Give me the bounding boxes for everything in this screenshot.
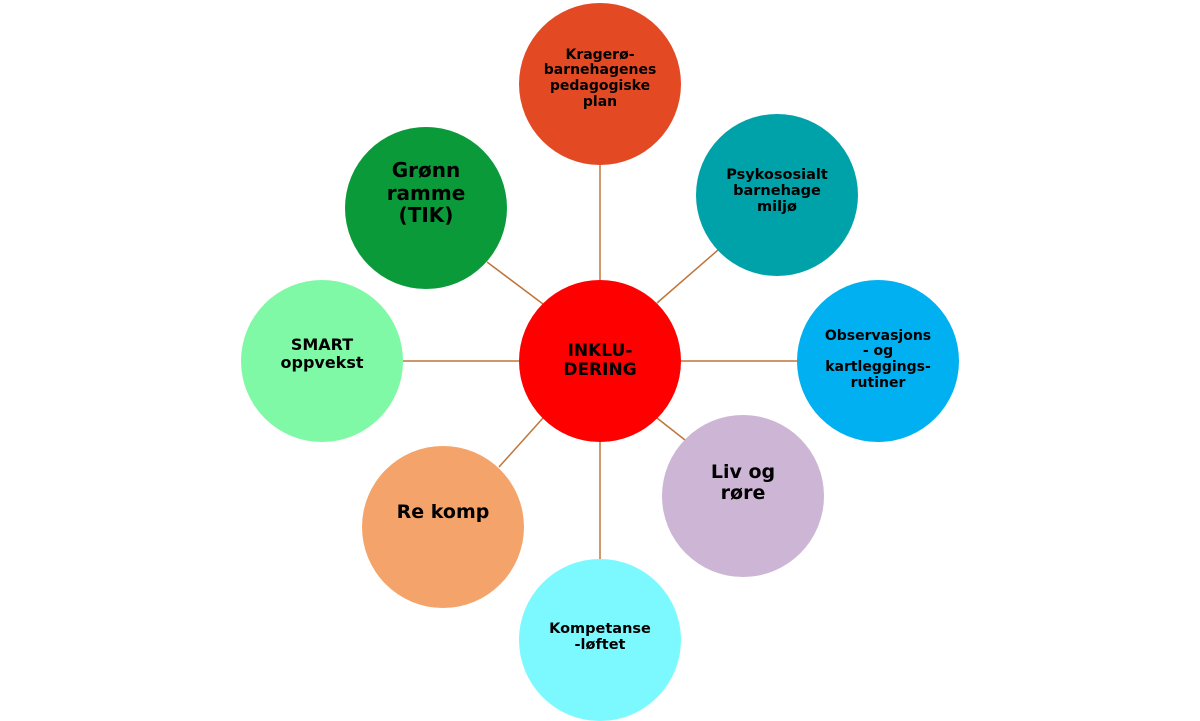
node-kragero-pedagogiske-plan: Kragerø- barnehagenes pedagogiske plan [519,3,681,165]
node-label: Observasjons - og kartleggings- rutiner [824,327,932,391]
center-label: INKLU- DERING [563,340,637,380]
connector-bl [498,417,544,468]
node-label: Liv og røre [710,460,776,504]
node-kompetanseloftet: Kompetanse -løftet [519,559,681,721]
connector-tl [486,261,544,305]
connector-br [656,417,686,441]
node-liv-og-rore: Liv og røre [662,415,824,577]
node-label: Psykososialt barnehage miljø [726,166,828,216]
node-label: Kragerø- barnehagenes pedagogiske plan [543,46,657,110]
node-re-komp: Re komp [362,446,524,608]
node-center-inkludering: INKLU- DERING [519,280,681,442]
node-gronn-ramme: Grønn ramme (TIK) [345,127,507,289]
connector-tr [656,249,719,304]
node-label: Grønn ramme (TIK) [386,158,466,228]
node-smart-oppvekst: SMART oppvekst [241,280,403,442]
node-label: Re komp [396,501,490,524]
node-psykososialt-miljo: Psykososialt barnehage miljø [696,114,858,276]
node-observasjons-rutiner: Observasjons - og kartleggings- rutiner [797,280,959,442]
node-label: SMART oppvekst [280,334,364,372]
node-label: Kompetanse -løftet [549,620,651,653]
